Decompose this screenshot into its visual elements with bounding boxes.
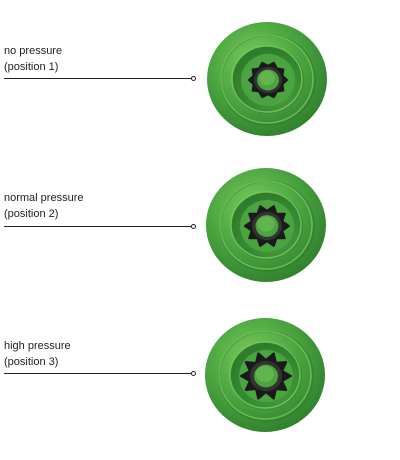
state-label-line2: (position 2) (4, 208, 59, 220)
membrane-groove-highlight (218, 330, 312, 420)
leader-line (4, 78, 192, 79)
pressure-state-3: high pressure (position 3) (0, 0, 400, 432)
leader-line (4, 373, 192, 374)
membrane-valve-icon (205, 318, 325, 432)
leader-dot (191, 224, 196, 229)
pressure-state-1: no pressure (position 1) (0, 0, 400, 150)
state-label-line1: no pressure (4, 45, 63, 57)
membrane-groove-highlight (219, 180, 313, 270)
state-label: high pressure (position 3) (4, 338, 71, 370)
leader-dot (191, 76, 196, 81)
state-label: no pressure (position 1) (4, 43, 62, 75)
valve-center-hole (254, 364, 278, 388)
state-label: normal pressure (position 2) (4, 190, 83, 222)
membrane-valve-icon (207, 22, 327, 136)
membrane-valve-icon (206, 168, 326, 282)
valve-center-hole (255, 215, 279, 237)
state-label-line1: normal pressure (4, 192, 84, 204)
valve-center-hole (257, 69, 279, 91)
membrane-groove-highlight (220, 34, 314, 124)
leader-line (4, 226, 192, 227)
pressure-state-2: normal pressure (position 2) (0, 0, 400, 282)
leader-dot (191, 371, 196, 376)
state-label-line2: (position 3) (4, 356, 59, 368)
state-label-line2: (position 1) (4, 61, 59, 73)
state-label-line1: high pressure (4, 340, 71, 352)
